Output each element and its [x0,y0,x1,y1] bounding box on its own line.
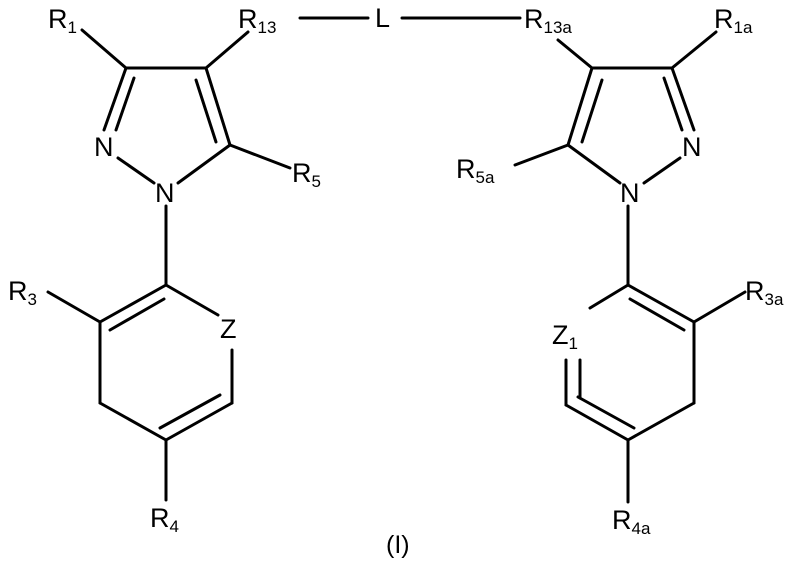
bond-left-n2-c3 [104,68,126,130]
bond-right-aryl-top-left [590,285,628,308]
label-n-left-upper: N [94,134,114,161]
label-z: Z [220,316,237,343]
label-n-left-lower: N [155,180,175,207]
bond-left-n1-n2 [118,158,154,183]
bond-left-aryl-top-right [166,285,218,315]
bond-left-c4-c5 [206,68,230,145]
label-n-right-upper: N [682,134,702,161]
bond-left-c5-n1 [178,145,230,183]
bond-left-aryl-r3 [48,292,100,322]
bond-left-c4-r13 [206,32,248,68]
label-linker: L [375,5,390,32]
figure-number: (I) [386,533,410,558]
bond-right-n1-n2 [644,158,680,183]
label-r4a: R4a [612,507,650,537]
label-r1: R1 [48,6,77,36]
bond-right-aryl-bottom-left-inner [578,397,634,428]
label-r3a: R3a [745,278,783,308]
bond-left-aryl-bottom-right [166,403,232,440]
bond-right-aryl-bottom-left [566,405,628,440]
bond-right-c3-r1a [672,32,716,68]
bond-left-aryl-bottom-left [100,403,166,440]
bond-right-c5-n1 [568,145,620,183]
bond-right-c5-r5a [515,145,568,165]
label-r5: R5 [292,160,321,190]
bond-right-aryl-r3a [694,292,745,322]
label-z1: Z1 [552,322,578,352]
bond-right-c4-c5 [568,68,592,145]
label-r4: R4 [150,505,179,535]
bond-right-aryl-bottom-right [628,403,694,440]
bond-left-aryl-bottom-right-inner [160,395,220,428]
bond-right-c4-r13a [558,40,592,68]
bond-left-c5-r5 [230,145,290,168]
bond-left-aryl-top-left-inner [110,299,164,330]
bond-left-c3-r1 [82,30,126,68]
bond-right-aryl-top-right-inner [630,299,684,330]
label-n-right-lower: N [620,180,640,207]
label-r3: R3 [8,278,37,308]
label-r1a: R1a [714,6,752,36]
label-r13: R13 [238,6,276,36]
label-r13a: R13a [524,6,572,36]
bond-right-n2-c3 [672,68,694,130]
label-r5a: R5a [456,156,494,186]
